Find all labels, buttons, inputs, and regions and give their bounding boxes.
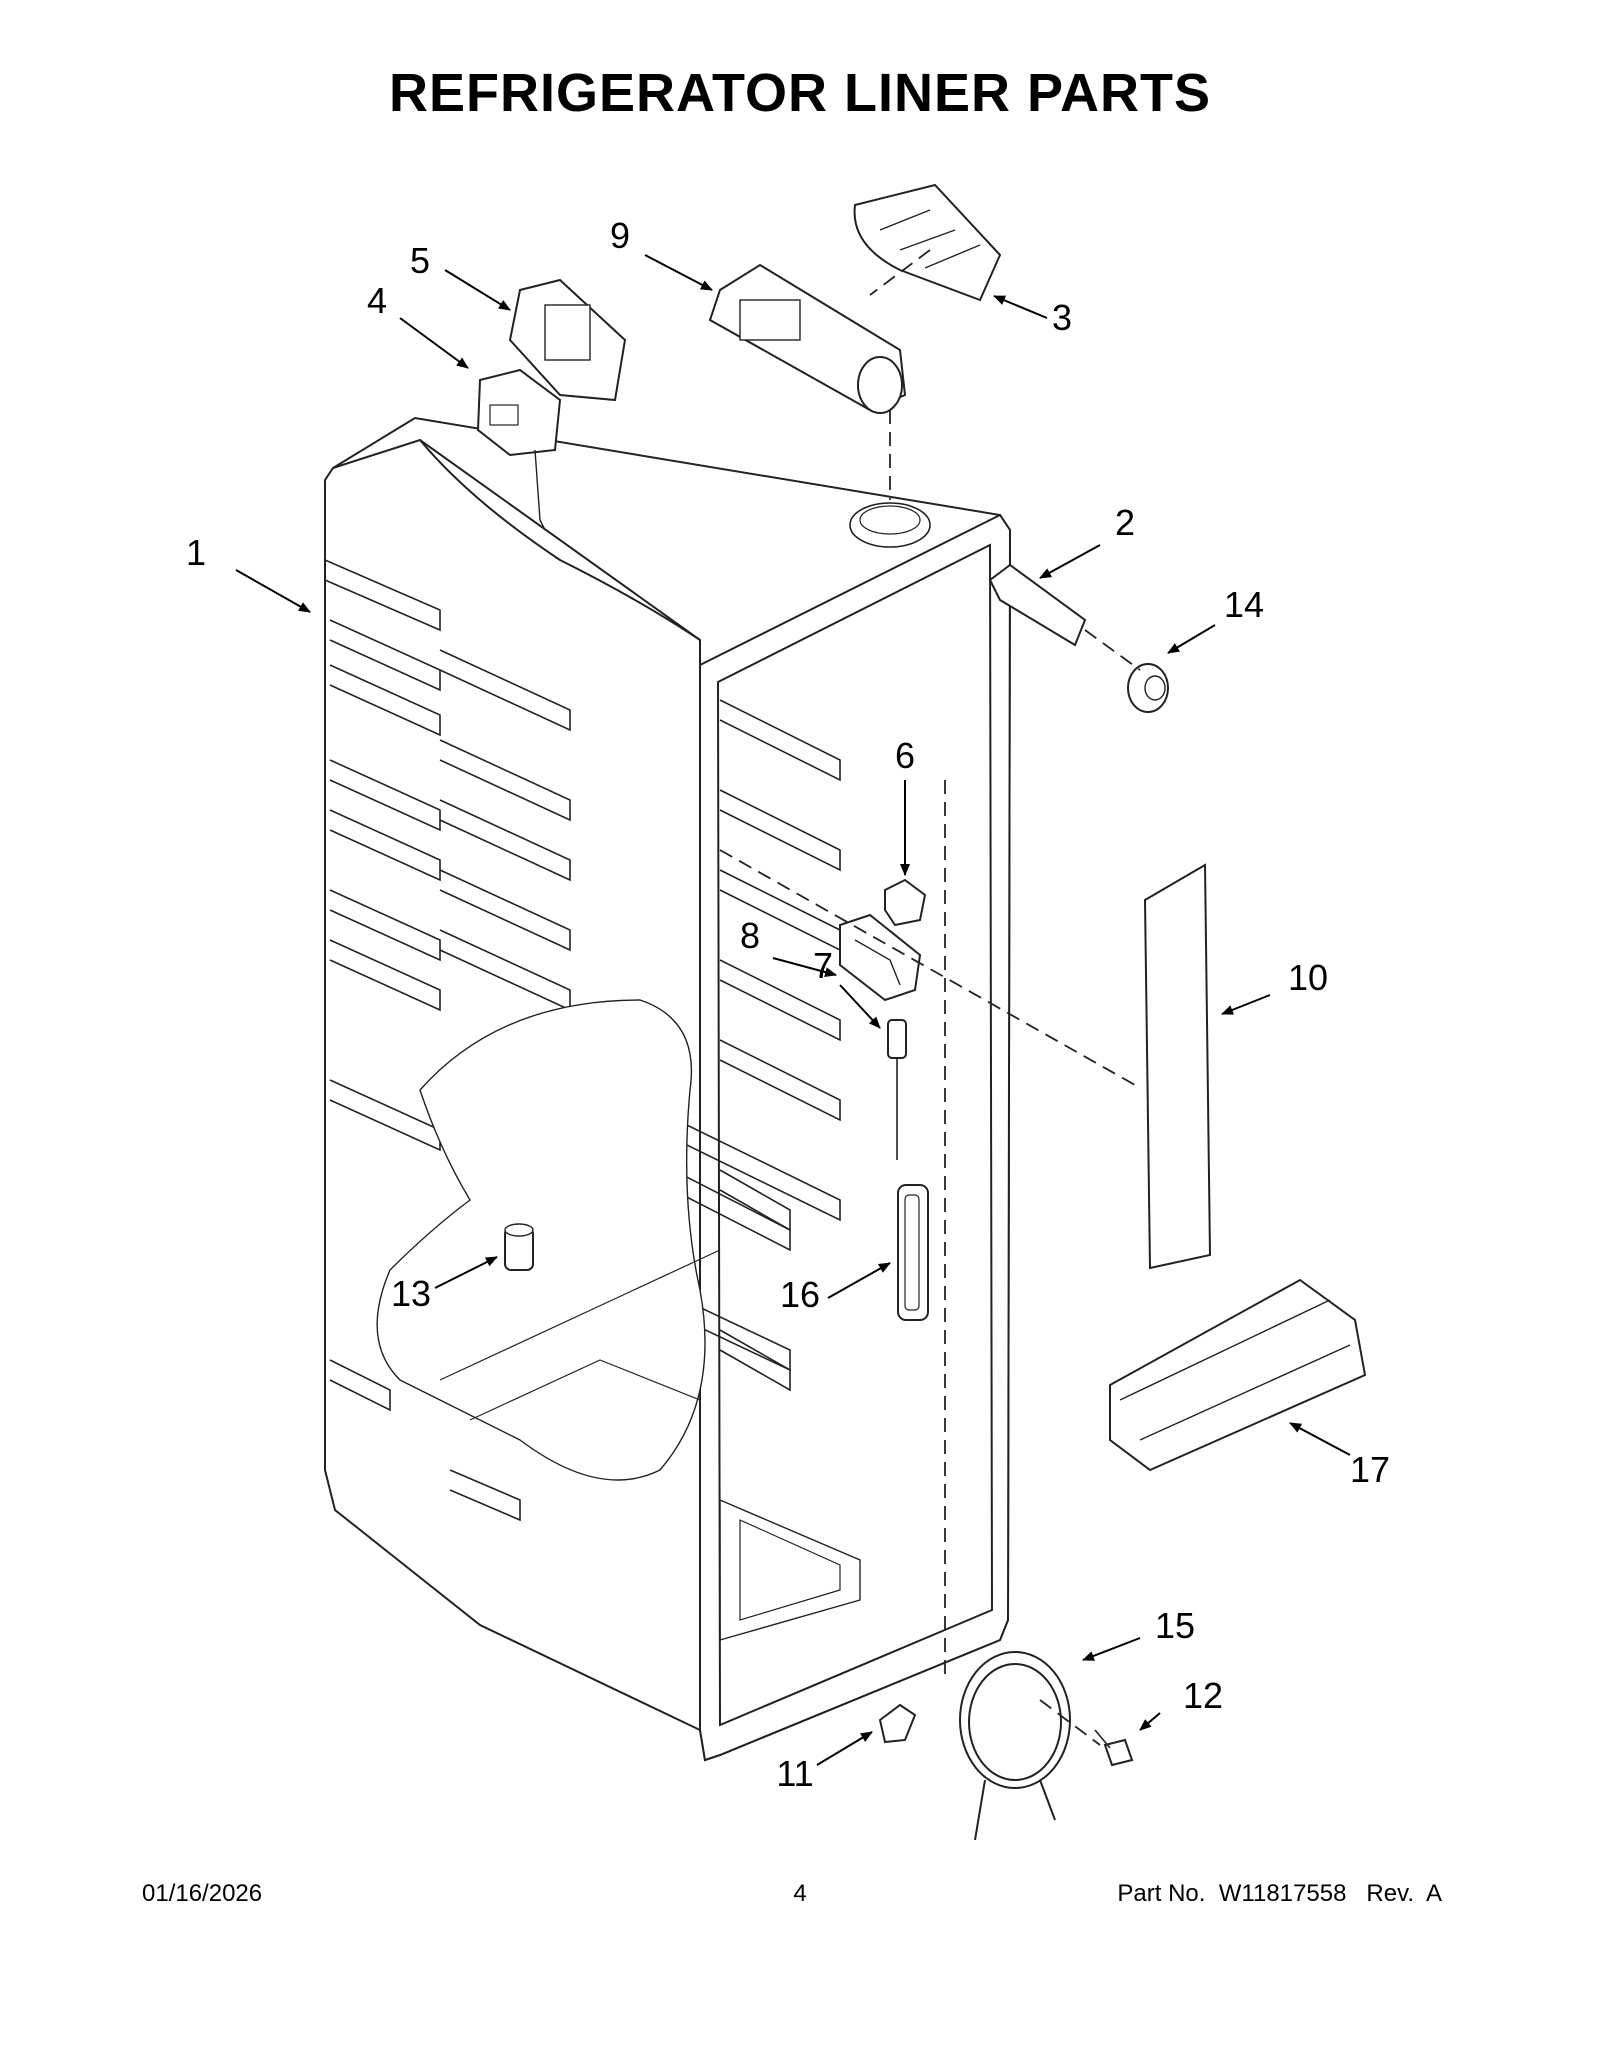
part-10-panel (1143, 863, 1212, 1270)
connection-lines (719, 249, 1141, 1746)
footer-part-number: Part No. W11817558 Rev. A (1117, 1880, 1442, 1907)
callout-5: 5 (410, 240, 430, 281)
part-3-cover (853, 183, 1002, 302)
part-12-screw (1094, 1729, 1134, 1767)
part-4-control (476, 368, 562, 531)
callout-9: 9 (610, 215, 630, 256)
callout-15: 15 (1155, 1605, 1195, 1646)
callout-7: 7 (813, 945, 833, 986)
callout-13: 13 (391, 1273, 431, 1314)
footer-page-number: 4 (793, 1880, 807, 1907)
callout-4: 4 (367, 280, 387, 321)
part-2-cylinder (988, 563, 1087, 647)
callout-16: 16 (780, 1274, 820, 1315)
callout-17: 17 (1350, 1449, 1390, 1490)
part-7-sensor (887, 1019, 907, 1160)
part-5-housing (508, 278, 627, 402)
page-title: REFRIGERATOR LINER PARTS (388, 63, 1212, 123)
part-11-fitting (878, 1703, 917, 1744)
part-17-channel (1109, 1278, 1367, 1472)
callout-3: 3 (1052, 297, 1072, 338)
part-13-plug (504, 1223, 534, 1271)
part-14-cap (1127, 663, 1169, 713)
callout-10: 10 (1288, 957, 1328, 998)
callout-labels: 1 2 3 4 5 6 7 8 9 10 11 12 13 14 15 16 1… (186, 215, 1390, 1794)
part-6-clip (884, 878, 927, 927)
callout-12: 12 (1183, 1675, 1223, 1716)
part-15-tubing (959, 1651, 1071, 1841)
callout-14: 14 (1224, 584, 1264, 625)
callout-8: 8 (740, 915, 760, 956)
part-8-bracket (839, 913, 922, 1002)
callout-1: 1 (186, 532, 206, 573)
callout-6: 6 (895, 735, 915, 776)
callout-11: 11 (776, 1753, 813, 1794)
part-16-lens (897, 1184, 929, 1321)
refrigerator-liner (324, 416, 1012, 1762)
callout-arrows (235, 254, 1351, 1766)
footer-date: 01/16/2026 (142, 1880, 263, 1907)
callout-2: 2 (1115, 502, 1135, 543)
part-9-housing (708, 263, 907, 414)
